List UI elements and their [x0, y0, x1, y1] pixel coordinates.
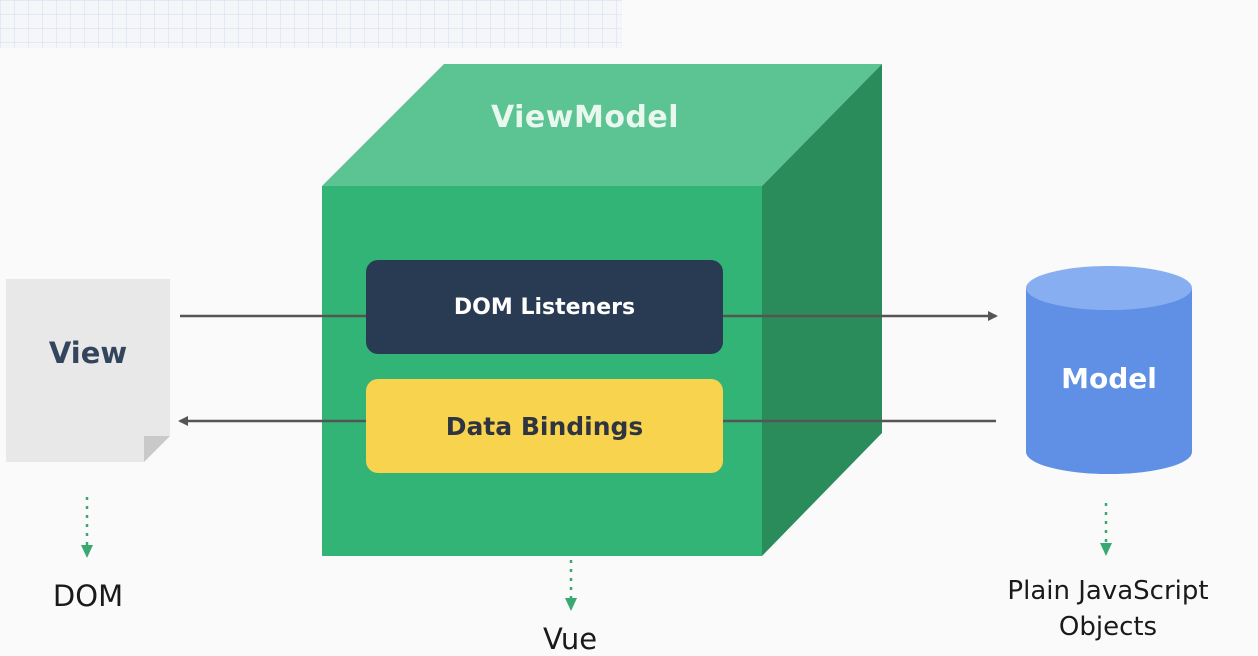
cube-front-face: [322, 186, 762, 556]
view-page: [6, 279, 170, 462]
model-objects-dotted-arrow: [1100, 503, 1112, 556]
vue-caption: Vue: [542, 622, 598, 656]
view-label: View: [48, 336, 128, 370]
cube-side-face: [762, 64, 882, 556]
cylinder-body: [1026, 288, 1192, 474]
view-document: [6, 279, 170, 462]
data-bindings-box: Data Bindings: [366, 379, 723, 473]
dom-listeners-label: DOM Listeners: [453, 294, 636, 320]
viewmodel-title: ViewModel: [490, 100, 680, 135]
model-cylinder: [1026, 266, 1192, 474]
cube-top-face: [322, 64, 882, 186]
background-grid: [0, 0, 622, 48]
dom-caption: DOM: [52, 579, 124, 613]
model-label: Model: [1061, 362, 1157, 395]
view-dom-dotted-arrow: [81, 497, 93, 558]
viewmodel-cube: [322, 64, 882, 556]
data-bindings-label: Data Bindings: [445, 411, 644, 441]
cylinder-top: [1026, 266, 1192, 310]
dom-listeners-box: DOM Listeners: [366, 260, 723, 354]
plain-js-objects-caption: Plain JavaScript Objects: [1007, 576, 1209, 642]
view-page-fold: [144, 436, 170, 462]
viewmodel-vue-dotted-arrow: [565, 560, 577, 611]
